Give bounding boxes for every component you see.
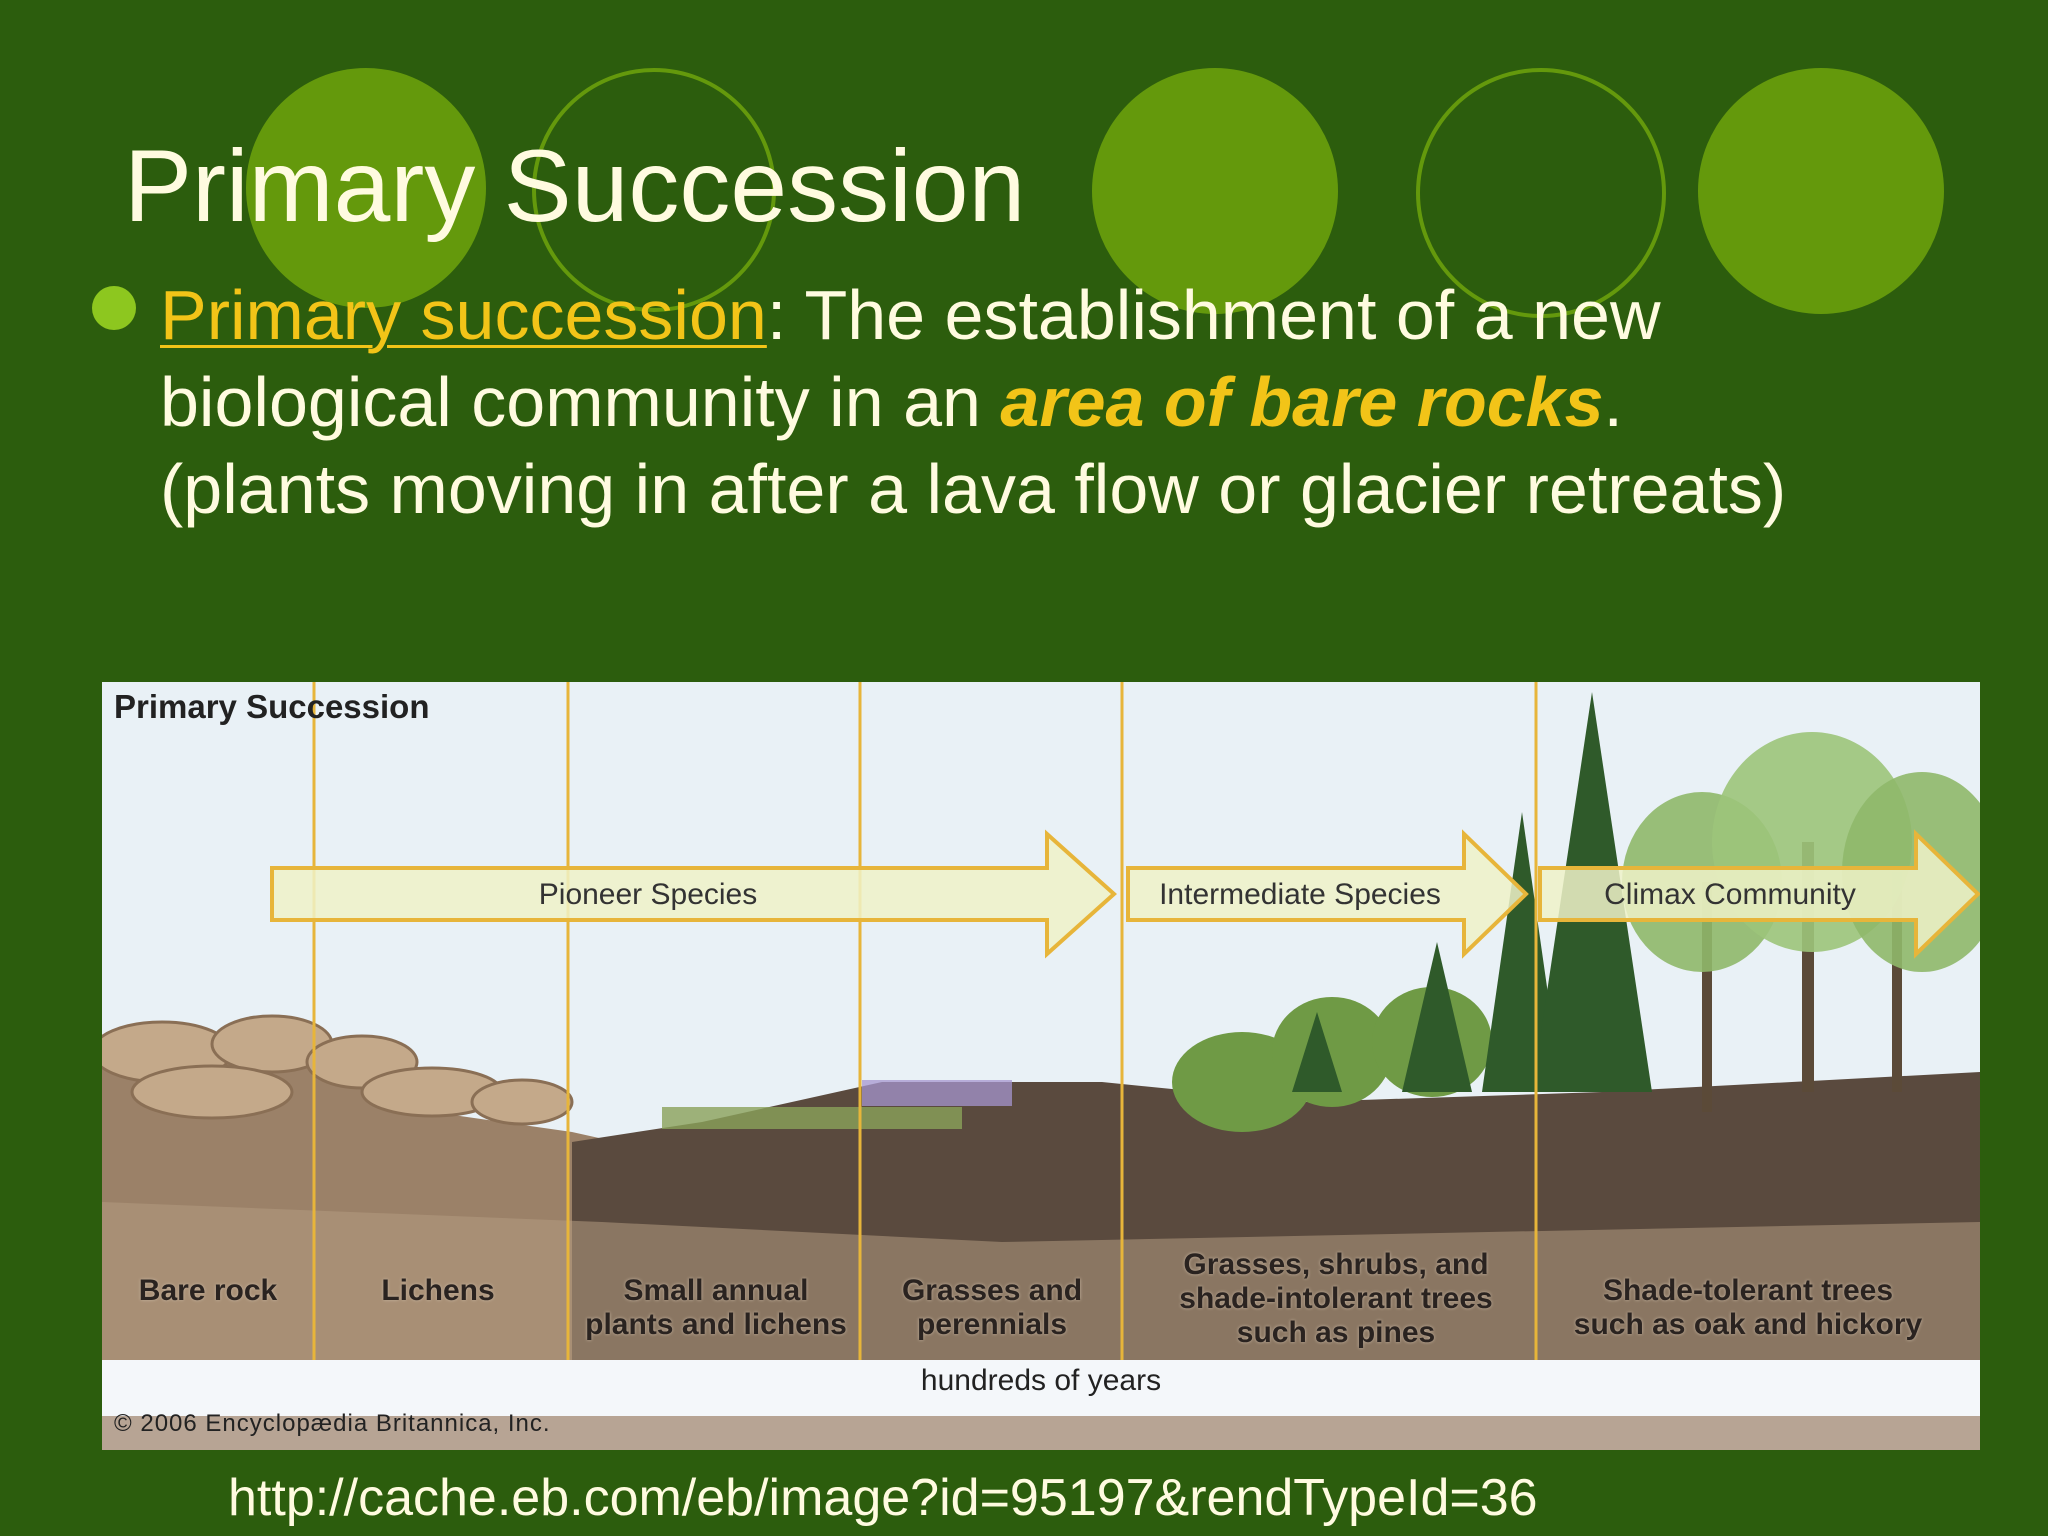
decor-circle-2 (1092, 68, 1338, 314)
source-url-link[interactable]: http://cache.eb.com/eb/image?id=95197&re… (228, 1469, 1538, 1527)
bullet-dot-icon (92, 286, 136, 330)
grass-strip (662, 1107, 962, 1129)
bullet-emphasis: area of bare rocks (1000, 363, 1604, 441)
band-arrows (270, 829, 1980, 959)
subsoil (102, 1202, 1980, 1360)
rock-pile (102, 1014, 574, 1126)
timeline-label: hundreds of years (920, 1364, 1162, 1397)
figure-illustration (102, 682, 1980, 1450)
figure-title: Primary Succession (114, 688, 430, 725)
band-climax: Climax Community (1604, 878, 1856, 911)
decor-circle-1 (246, 68, 486, 308)
term-link[interactable]: Primary succession (160, 276, 767, 354)
decor-ring-2 (1416, 68, 1666, 318)
band-pioneer: Pioneer Species (538, 878, 758, 911)
bullet-text: Primary succession: The establishment of… (160, 272, 1960, 533)
lavender-flowers (862, 1080, 1012, 1106)
stage-label-bare-rock: Bare rock (138, 1274, 278, 1307)
figure-credit: © 2006 Encyclopædia Britannica, Inc. (114, 1410, 551, 1437)
bullet-definition: : The establishment of a new biological … (160, 276, 1661, 441)
decor-ring-1 (532, 68, 776, 312)
band-intermediate: Intermediate Species (1159, 878, 1441, 911)
stage-dividers (312, 682, 1538, 1360)
bullet-period: . (1603, 363, 1623, 441)
succession-figure: Primary Succession Pioneer Species Inter… (102, 682, 1980, 1450)
timeline-strip (102, 1360, 1980, 1416)
stage-label-lichens: Lichens (381, 1274, 495, 1307)
slide-title: Primary Succession (124, 129, 1026, 243)
bullet-note: (plants moving in after a lava flow or g… (160, 450, 1787, 528)
credit-strip (102, 1416, 1980, 1450)
decor-circle-3 (1698, 68, 1944, 314)
